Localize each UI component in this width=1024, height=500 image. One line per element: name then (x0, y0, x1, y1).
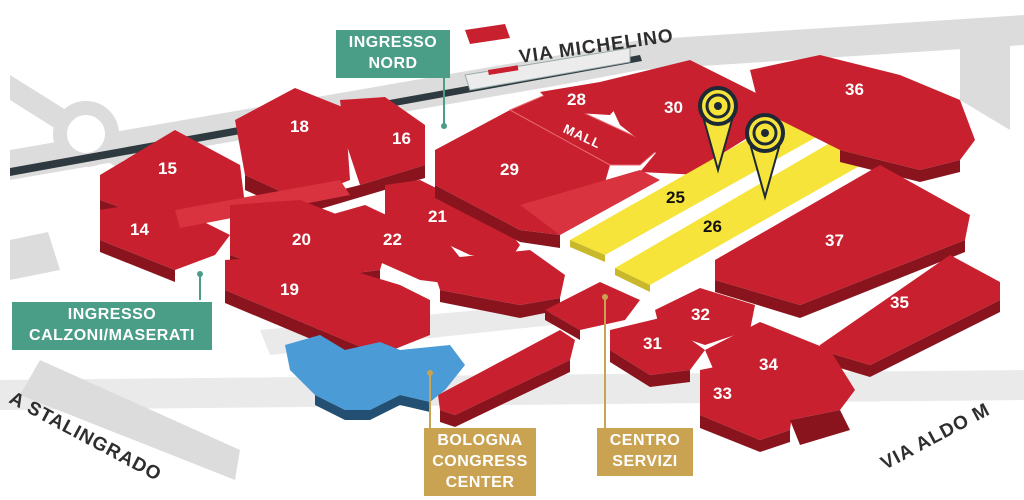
entrance-calzoni-tag[interactable]: INGRESSO CALZONI/MASERATI (12, 302, 212, 350)
centro-servizi-line2: SERVIZI (612, 453, 678, 470)
road-label-aldo: VIA ALDO M (877, 399, 993, 474)
hall-31-shape (610, 318, 705, 375)
callout-lines-gold (429, 297, 606, 428)
hall-21-shape (385, 180, 520, 260)
hall-29-label: 29 (500, 160, 519, 179)
hall-37-label: 37 (825, 231, 844, 250)
callout-lines (199, 78, 445, 300)
hall-33-label: 33 (713, 384, 732, 403)
hall-22-label: 22 (383, 230, 402, 249)
hall-20-label: 20 (292, 230, 311, 249)
hall-18-label: 18 (290, 117, 309, 136)
hall-14-shape (100, 200, 230, 270)
location-pin-icon[interactable] (698, 86, 738, 174)
congress-center-line2: CONGRESS (432, 453, 528, 470)
hall-28-label: 28 (567, 90, 586, 109)
hall-28-shape (540, 82, 625, 115)
entrance-nord-tag[interactable]: INGRESSO NORD (336, 30, 450, 78)
hall-21-label: 21 (428, 207, 447, 226)
entrance-calzoni-line2: CALZONI/MASERATI (29, 327, 195, 344)
hall-35-label: 35 (890, 293, 909, 312)
entrance-nord-line2: NORD (368, 55, 418, 72)
south-gallery-shape (438, 330, 575, 415)
top-stub-hall (465, 24, 510, 44)
hall-15-label: 15 (158, 159, 177, 178)
hall-15-shape (100, 130, 245, 225)
congress-center-line1: BOLOGNA (437, 432, 523, 449)
location-pin-icon[interactable] (745, 113, 785, 201)
entrance-nord-line1: INGRESSO (348, 34, 438, 51)
hall-16-shape (340, 97, 425, 185)
hall-14-label: 14 (130, 220, 149, 239)
hall-19-label: 19 (280, 280, 299, 299)
hall-32-shape (655, 288, 755, 345)
halls (100, 55, 1000, 452)
hall-36-label: 36 (845, 80, 864, 99)
entrance-calzoni-line1: INGRESSO (67, 306, 157, 323)
centro-servizi-line1: CENTRO (609, 432, 681, 449)
hall-37-shape (715, 165, 970, 305)
centro-servizi-tag[interactable]: CENTRO SERVIZI (597, 428, 693, 476)
hall-32-label: 32 (691, 305, 710, 324)
mall-shape (508, 94, 661, 166)
hall-34-label: 34 (759, 355, 778, 374)
hall-35-shape (820, 255, 1000, 365)
hall-31-label: 31 (643, 334, 662, 353)
hall-16-label: 16 (392, 129, 411, 148)
hall-33-shape (700, 360, 795, 440)
hall-18-shape (235, 88, 350, 200)
hall-30-label: 30 (664, 98, 683, 117)
hall-26-shape (615, 140, 870, 285)
hall-26-label: 26 (703, 217, 722, 236)
hall-25-label: 25 (666, 188, 685, 207)
congress-center-tag[interactable]: BOLOGNA CONGRESS CENTER (424, 428, 536, 496)
hall-19-shape (225, 255, 430, 355)
centro-servizi-shape (545, 282, 640, 330)
congress-center-shape (285, 335, 465, 410)
congress-center-line3: CENTER (445, 474, 515, 491)
hall-36-shape (750, 55, 975, 170)
